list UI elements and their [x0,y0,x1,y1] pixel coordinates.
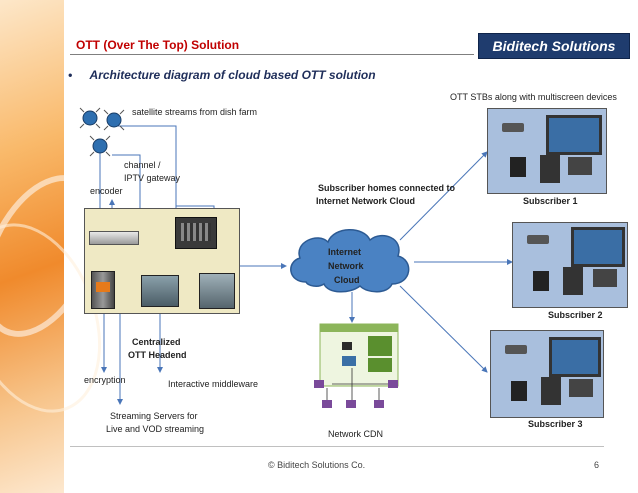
encryption-server-icon [91,271,115,309]
laptop-icon [568,157,592,175]
ott-headend-box [84,208,240,314]
streaming-server-icon [199,273,235,309]
stb-icon [505,345,527,354]
satellite-dish-icon-group [79,107,125,157]
gateway-label-line2: IPTV gateway [124,173,181,183]
phone-icon [511,381,527,401]
cloud-label-line3: Cloud [334,275,360,285]
homes-label-line2: Internet Network Cloud [316,196,416,206]
company-logo: Biditech Solutions [478,33,630,59]
bullet-point: • Architecture diagram of cloud based OT… [68,68,376,82]
cdn-diagram-thumbnail [312,322,404,420]
decorative-side-panel [0,0,126,493]
internet-cloud-shape [290,229,410,293]
footer-copyright: © Biditech Solutions Co. [268,460,366,470]
tv-icon [571,227,625,267]
streaming-label-line1: Streaming Servers for [110,411,198,421]
satellite-label: satellite streams from dish farm [132,107,258,117]
encoder-device-icon [89,231,139,245]
tablet-icon [563,267,583,295]
phone-icon [510,157,526,177]
title-divider [70,54,474,55]
tv-icon [546,115,602,155]
headend-label-line1: Centralized [132,337,181,347]
streaming-label-line2: Live and VOD streaming [106,424,205,434]
stb-devices-label: OTT STBs along with multiscreen devices [450,92,617,102]
cloud-label-line2: Network [328,261,364,271]
bullet-symbol: • [68,68,73,82]
bullet-text: Architecture diagram of cloud based OTT … [89,68,376,82]
homes-label-line1: Subscriber homes connected to [318,183,456,193]
subscriber-3-label: Subscriber 3 [528,419,583,429]
satellite-dish-icon [89,135,111,157]
stb-icon [502,123,524,132]
footer-divider [70,446,604,447]
tablet-icon [541,377,561,405]
cdn-label: Network CDN [328,429,384,439]
subscriber-1-label: Subscriber 1 [523,196,578,206]
subscriber-3-box [490,330,604,418]
laptop-icon [569,379,593,397]
subscriber-2-label: Subscriber 2 [548,310,603,320]
laptop-icon [593,269,617,287]
encoder-label: encoder [90,186,123,196]
tablet-icon [540,155,560,183]
middleware-server-icon [141,275,179,307]
satellite-dish-icon [79,107,101,129]
slide-title: OTT (Over The Top) Solution [76,38,240,52]
tv-icon [549,337,601,377]
page-number: 6 [594,460,600,470]
cloud-label-line1: Internet [328,247,362,257]
subscriber-2-box [512,222,628,308]
stb-icon [527,235,549,244]
gateway-label-line1: channel / [124,160,161,170]
middleware-label: Interactive middleware [168,379,259,389]
headend-label-line2: OTT Headend [128,350,187,360]
satellite-dish-icon [103,109,125,131]
iptv-gateway-device-icon [175,217,217,249]
subscriber-1-box [487,108,607,194]
phone-icon [533,271,549,291]
encryption-label: encryption [84,375,126,385]
